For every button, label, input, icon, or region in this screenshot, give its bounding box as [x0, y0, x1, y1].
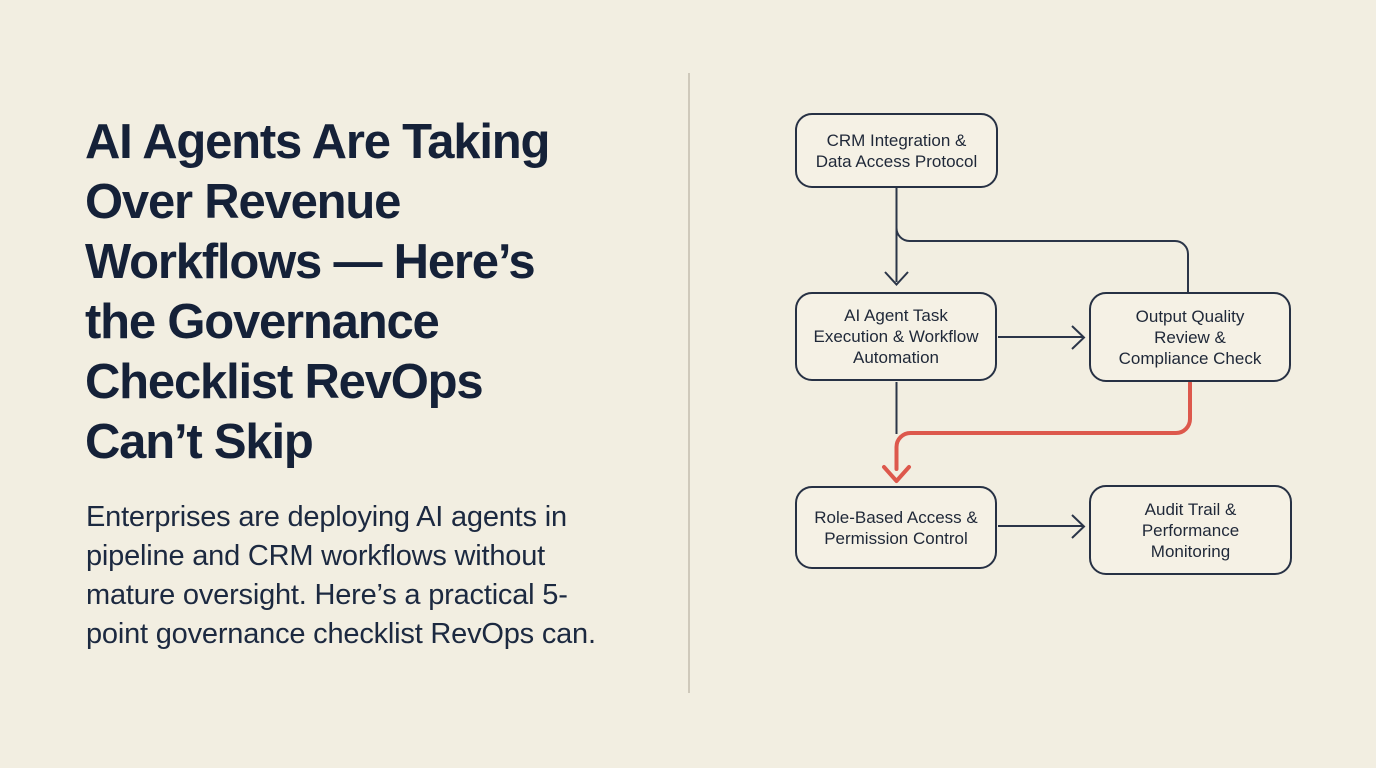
arrow-down-red-icon [882, 465, 911, 483]
arrow-right-icon [1071, 514, 1086, 539]
node-label: AI Agent Task Execution & Workflow Autom… [813, 306, 979, 367]
node-output-quality: Output Quality Review & Compliance Check [1089, 292, 1291, 382]
arrow-right-icon [1071, 325, 1086, 350]
node-label: CRM Integration & Data Access Protocol [815, 130, 978, 171]
node-label: Role-Based Access & Permission Control [814, 507, 978, 548]
node-audit-trail: Audit Trail & Performance Monitoring [1089, 485, 1292, 575]
edge-crm-to-quality-line [895, 227, 1189, 292]
node-ai-agent-task: AI Agent Task Execution & Workflow Autom… [795, 292, 997, 381]
page-title: AI Agents Are Taking Over Revenue Workfl… [85, 115, 550, 469]
arrow-down-icon [884, 271, 909, 286]
node-label: Audit Trail & Performance Monitoring [1141, 499, 1240, 561]
node-role-based-access: Role-Based Access & Permission Control [795, 486, 997, 569]
node-label: Output Quality Review & Compliance Check [1118, 306, 1262, 368]
page-subtitle: Enterprises are deploying AI agents in p… [86, 501, 596, 650]
node-crm-integration: CRM Integration & Data Access Protocol [795, 113, 998, 188]
vertical-divider [688, 73, 690, 693]
edge-quality-to-access-line [894, 381, 1192, 471]
